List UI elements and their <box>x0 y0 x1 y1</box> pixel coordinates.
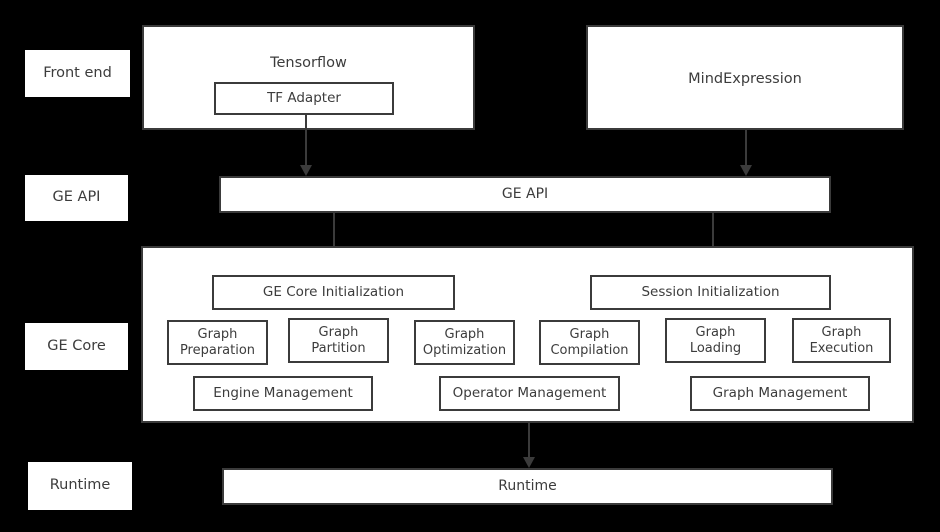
ge-core-initialization-label: GE Core Initialization <box>262 283 405 300</box>
mindexpression-container: MindExpression <box>586 25 904 130</box>
stage-label-runtime: Runtime <box>28 462 132 510</box>
graph-preparation-label: Graph Preparation <box>179 327 256 358</box>
stage-label-ge-core: GE Core <box>25 323 128 370</box>
graph-management-box[interactable]: Graph Management <box>690 376 870 411</box>
graph-management-label: Graph Management <box>712 384 848 401</box>
ge-core-initialization-box[interactable]: GE Core Initialization <box>212 275 455 310</box>
graph-optimization-label: Graph Optimization <box>422 327 507 358</box>
stage-label-front-end: Front end <box>25 50 130 97</box>
engine-management-label: Engine Management <box>213 384 353 401</box>
stage-label-front-end-text: Front end <box>43 64 112 81</box>
graph-loading-box[interactable]: Graph Loading <box>665 318 766 363</box>
ge-api-bar-label: GE API <box>501 186 549 203</box>
session-initialization-box[interactable]: Session Initialization <box>590 275 831 310</box>
graph-compilation-box[interactable]: Graph Compilation <box>539 320 640 365</box>
mindexpression-title: MindExpression <box>688 71 802 87</box>
tf-adapter-label: TF Adapter <box>267 89 341 106</box>
tensorflow-title: Tensorflow <box>270 55 347 71</box>
graph-preparation-box[interactable]: Graph Preparation <box>167 320 268 365</box>
runtime-bar-label: Runtime <box>498 478 557 495</box>
graph-optimization-box[interactable]: Graph Optimization <box>414 320 515 365</box>
graph-partition-label: Graph Partition <box>311 325 366 356</box>
stage-label-runtime-text: Runtime <box>49 477 111 494</box>
graph-compilation-label: Graph Compilation <box>550 327 629 358</box>
ge-api-bar[interactable]: GE API <box>219 176 831 213</box>
engine-management-box[interactable]: Engine Management <box>193 376 373 411</box>
tf-adapter-box[interactable]: TF Adapter <box>214 82 394 115</box>
operator-management-label: Operator Management <box>452 384 607 401</box>
stage-label-ge-api: GE API <box>25 175 128 221</box>
graph-partition-box[interactable]: Graph Partition <box>288 318 389 363</box>
graph-execution-label: Graph Execution <box>809 325 874 356</box>
stage-label-ge-core-text: GE Core <box>47 337 106 354</box>
stage-label-ge-api-text: GE API <box>52 189 101 206</box>
graph-loading-label: Graph Loading <box>689 325 742 356</box>
session-initialization-label: Session Initialization <box>641 283 780 300</box>
operator-management-box[interactable]: Operator Management <box>439 376 620 411</box>
graph-execution-box[interactable]: Graph Execution <box>792 318 891 363</box>
runtime-bar[interactable]: Runtime <box>222 468 833 505</box>
